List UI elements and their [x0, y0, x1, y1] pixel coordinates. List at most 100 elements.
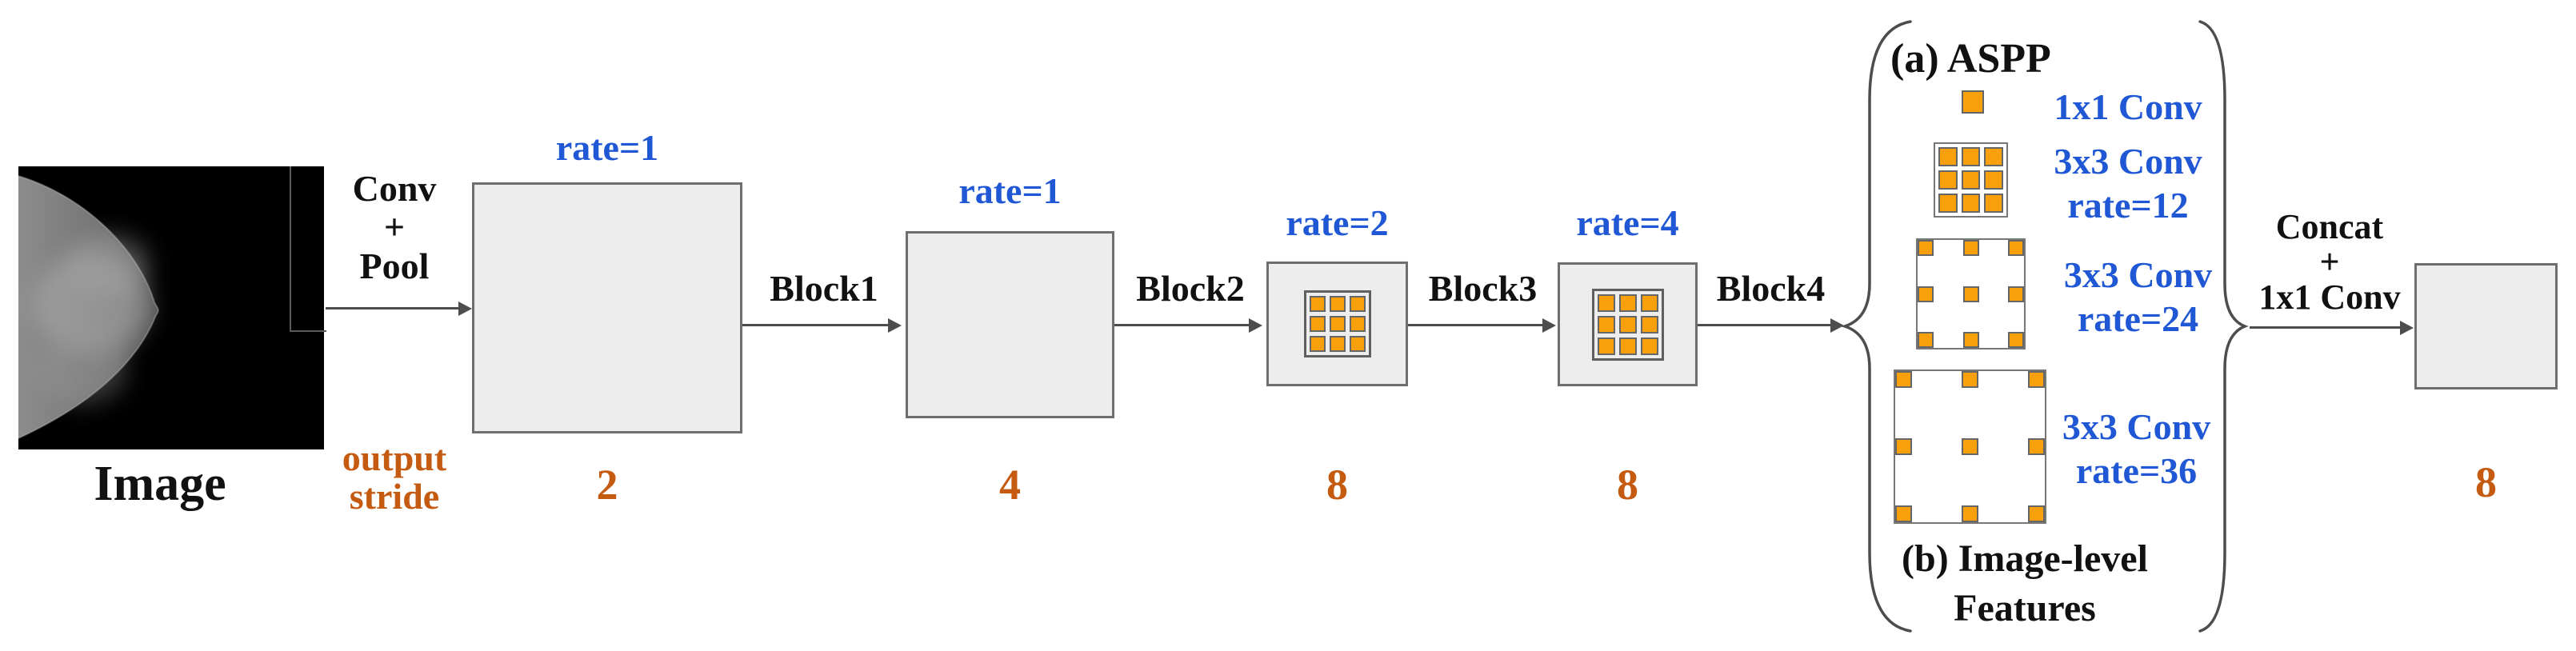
- mammogram-art: [18, 166, 324, 449]
- output-stride-label: output stride: [318, 437, 470, 517]
- grid-cell: [1309, 336, 1326, 352]
- block3-arrow-label: Block3: [1428, 268, 1538, 309]
- conv-pool-line1: Conv: [352, 168, 437, 209]
- mammogram-image: [18, 166, 324, 449]
- feature-map-box-2: [906, 231, 1114, 418]
- grid-cell: [1962, 438, 1978, 455]
- output-feature-map-box: [2414, 263, 2558, 389]
- conv-1x1-kernel-icon: [1962, 90, 1984, 114]
- conv-3x3-rate36-kernel-icon: [1894, 369, 2046, 524]
- grid-cell: [1961, 147, 1981, 166]
- grid-cell: [1597, 315, 1615, 333]
- grid-cell: [1618, 294, 1637, 312]
- grid-cell: [1984, 147, 2003, 166]
- grid-cell: [1895, 371, 1912, 388]
- concat-line1: Concat: [2275, 207, 2384, 246]
- grid-cell: [1984, 170, 2003, 190]
- aspp-branch-rate12-line1: 3x3 Conv: [2054, 141, 2202, 182]
- aspp-branch-rate36-line1: 3x3 Conv: [2062, 406, 2211, 447]
- block2-arrow-line: [1114, 324, 1249, 326]
- grid-cell: [1640, 315, 1658, 333]
- block4-arrow-line: [1698, 324, 1832, 326]
- aspp-branch-1x1-line1: 1x1 Conv: [2054, 86, 2202, 127]
- grid-cell: [1918, 332, 1934, 348]
- block1-arrow-line: [742, 324, 888, 326]
- image-level-features-label: (b) Image-level Features: [1889, 534, 2161, 634]
- image-level-line2: Features: [1954, 587, 2096, 630]
- aspp-branch-rate24-line1: 3x3 Conv: [2063, 254, 2213, 295]
- stem-arrowhead-icon: [458, 302, 472, 316]
- image-level-line1: (b) Image-level: [1902, 537, 2148, 580]
- block2-arrow-label: Block2: [1136, 268, 1245, 309]
- grid-cell: [1895, 505, 1912, 522]
- aspp-right-brace: [2198, 20, 2249, 633]
- grid-cell: [1918, 240, 1934, 256]
- conv-pool-line2: +: [383, 206, 406, 248]
- conv-3x3-rate24-kernel-icon: [1916, 238, 2026, 349]
- concat-conv-label: Concat + 1x1 Conv: [2242, 210, 2418, 315]
- grid-cell: [2028, 438, 2045, 455]
- grid-cell: [1962, 286, 1979, 302]
- output-stride-value: 8: [2475, 458, 2497, 506]
- grid-cell: [1329, 296, 1346, 312]
- conv-pool-label: Conv + Pool: [318, 168, 470, 286]
- block1-arrowhead-icon: [888, 318, 902, 333]
- atrous-grid-rate2: [1303, 290, 1371, 357]
- grid-cell: [1938, 147, 1958, 166]
- grid-cell: [1938, 194, 1958, 213]
- head-arrow-line: [2250, 326, 2400, 329]
- grid-cell: [1961, 170, 1981, 190]
- aspp-branch-rate36-label: 3x3 Conv rate=36: [2022, 405, 2250, 493]
- aspp-branch-rate36-line2: rate=36: [2075, 450, 2198, 492]
- grid-cell: [1309, 316, 1326, 332]
- stage1-stride-value: 2: [596, 461, 618, 509]
- image-corner-outline: [290, 166, 326, 332]
- grid-cell: [1961, 194, 1981, 213]
- grid-cell: [1962, 371, 1978, 388]
- stage4-stride-value: 8: [1617, 461, 1638, 509]
- aspp-branch-rate24-line2: rate=24: [2077, 298, 2199, 340]
- feature-map-box-1: [472, 182, 742, 433]
- conv-3x3-rate12-kernel-icon: [1934, 142, 2008, 218]
- grid-cell: [1597, 337, 1615, 355]
- stage2-stride-value: 4: [999, 461, 1021, 509]
- grid-cell: [2028, 371, 2045, 388]
- aspp-branch-rate12-line2: rate=12: [2067, 185, 2189, 226]
- block4-arrowhead-icon: [1830, 318, 1844, 333]
- feature-map-box-4: [1558, 262, 1698, 386]
- grid-cell: [2028, 505, 2045, 522]
- grid-cell: [1938, 170, 1958, 190]
- block1-arrow-label: Block1: [770, 268, 878, 309]
- grid-cell: [2008, 286, 2024, 302]
- atrous-grid-rate4: [1591, 288, 1664, 361]
- head-arrowhead-icon: [2400, 321, 2414, 335]
- grid-cell: [1618, 315, 1637, 333]
- block3-arrow-line: [1408, 324, 1542, 326]
- aspp-branch-rate12-label: 3x3 Conv rate=12: [2016, 139, 2240, 227]
- grid-cell: [1640, 294, 1658, 312]
- grid-cell: [1618, 337, 1637, 355]
- input-image-label: Image: [94, 457, 226, 511]
- grid-cell: [2008, 240, 2024, 256]
- grid-cell: [1918, 286, 1934, 302]
- stage3-stride-value: 8: [1326, 461, 1348, 509]
- grid-cell: [1349, 336, 1366, 352]
- grid-cell: [1597, 294, 1615, 312]
- output-stride-line2: stride: [349, 476, 440, 517]
- stage1-rate-label: rate=1: [555, 127, 659, 168]
- grid-cell: [1329, 336, 1346, 352]
- aspp-branch-1x1-label: 1x1 Conv: [2016, 85, 2240, 129]
- feature-map-box-3: [1266, 262, 1408, 386]
- conv-pool-line3: Pool: [359, 245, 430, 286]
- grid-cell: [2008, 332, 2024, 348]
- aspp-section-title: (a) ASPP: [1890, 36, 2051, 82]
- grid-cell: [1984, 194, 2003, 213]
- stage2-rate-label: rate=1: [958, 170, 1062, 211]
- stage3-rate-label: rate=2: [1286, 202, 1389, 243]
- concat-line3: 1x1 Conv: [2258, 278, 2401, 317]
- grid-cell: [1349, 296, 1366, 312]
- grid-cell: [1962, 505, 1978, 522]
- stem-arrow-line: [326, 307, 458, 310]
- output-stride-line1: output: [342, 437, 447, 478]
